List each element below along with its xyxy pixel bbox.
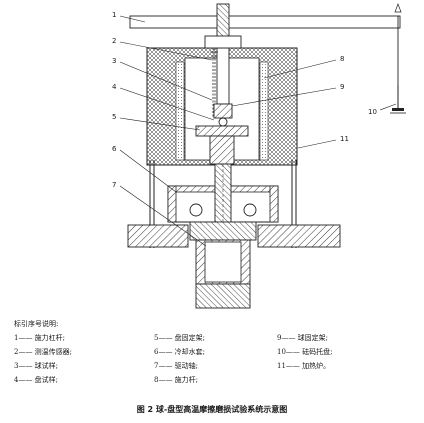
callout-11: 11 — [340, 135, 349, 143]
legend-item-1: 1—— 施力杠杆; — [14, 334, 66, 342]
legend-item-11: 11—— 加热炉。 — [277, 362, 331, 370]
temperature-sensor — [210, 48, 218, 118]
legend-item-2: 2—— 测温传感器; — [14, 348, 73, 356]
figure-caption: 图 2 球-盘型高温摩擦磨损试验系统示意图 — [136, 405, 288, 414]
callout-5: 5 — [112, 113, 116, 121]
callout-4: 4 — [112, 83, 117, 91]
weight-tray — [390, 85, 406, 114]
legend-item-5: 5—— 盘固定架; — [154, 334, 206, 342]
legend-item-4: 4—— 盘试样; — [14, 376, 59, 384]
callout-9: 9 — [340, 83, 344, 91]
callout-6: 6 — [112, 145, 117, 153]
callout-7: 7 — [112, 181, 116, 189]
legend-item-6: 6—— 冷却水套; — [154, 348, 206, 356]
legend-item-3: 3—— 球试样; — [14, 362, 59, 370]
loading-rod — [204, 3, 242, 105]
callout-labels: 1 2 3 4 5 6 7 8 9 10 11 — [112, 11, 377, 189]
lever-arm — [129, 3, 402, 110]
callout-3: 3 — [112, 57, 116, 65]
callout-8: 8 — [340, 55, 344, 63]
apparatus-diagram: 1 2 3 4 5 6 7 8 9 10 11 — [112, 3, 406, 309]
callout-2: 2 — [112, 37, 116, 45]
legend-title: 标引序号说明: — [14, 320, 59, 328]
legend-item-7: 7—— 驱动轴; — [154, 362, 199, 370]
disc-holder — [195, 125, 249, 165]
legend-item-8: 8—— 施力杆; — [154, 376, 199, 384]
leader-lines — [119, 15, 397, 247]
callout-1: 1 — [112, 11, 116, 19]
bearing-housing — [189, 221, 257, 309]
callout-10: 10 — [368, 108, 377, 116]
legend-item-9: 9—— 球固定架; — [277, 334, 329, 342]
legend-item-10: 10—— 砝码托盘; — [277, 348, 333, 356]
ball-holder — [213, 103, 233, 127]
base-plate — [127, 224, 341, 248]
